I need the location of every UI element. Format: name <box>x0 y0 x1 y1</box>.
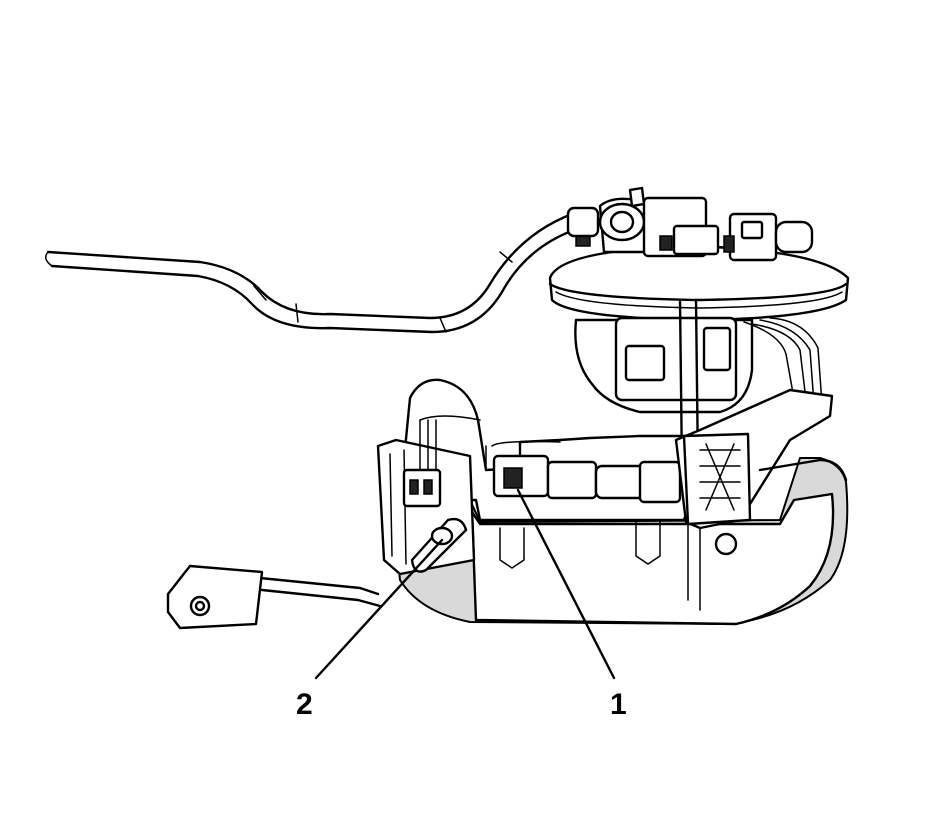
pump-body <box>574 298 823 472</box>
callout-2-label: 2 <box>296 688 313 721</box>
callout-1-leader <box>516 488 616 680</box>
sender-assembly <box>376 415 481 576</box>
callout-1-label: 1 <box>610 688 627 721</box>
float-arm <box>166 564 382 630</box>
module-flange <box>548 186 850 322</box>
callout-2-leader <box>314 538 444 680</box>
fuel-line <box>45 212 576 334</box>
reservoir-housing <box>391 457 849 626</box>
pump-assembly <box>398 378 848 530</box>
